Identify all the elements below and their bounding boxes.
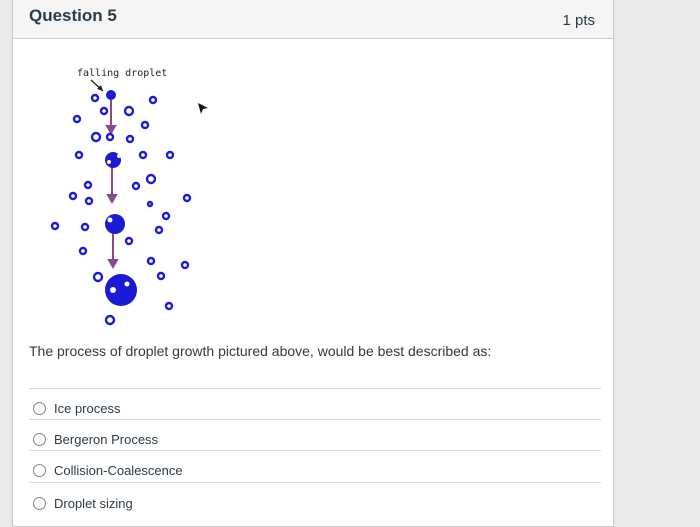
question-header: Question 5 1 pts <box>13 0 613 39</box>
answer-label: Ice process <box>54 401 121 416</box>
droplet-highlight <box>124 281 130 287</box>
cloud-droplet <box>68 191 78 201</box>
cloud-droplet <box>123 105 135 117</box>
answers-divider <box>29 388 601 389</box>
radio-button[interactable] <box>33 497 46 510</box>
question-card: Question 5 1 pts falling droplet <box>12 0 614 527</box>
figure-label: falling droplet <box>77 68 167 79</box>
droplet-stage-3 <box>105 214 125 234</box>
cloud-droplet <box>138 150 148 160</box>
cloud-droplet <box>156 271 166 281</box>
cloud-droplet <box>90 93 100 103</box>
answer-label: Collision-Coalescence <box>54 463 183 478</box>
question-text: The process of droplet growth pictured a… <box>29 343 492 359</box>
droplet-diagram: falling droplet <box>50 68 192 326</box>
droplet-highlight <box>110 287 116 293</box>
answer-label: Bergeron Process <box>54 432 159 447</box>
cloud-droplet <box>105 132 115 142</box>
cloud-droplet <box>90 131 102 143</box>
answer-divider <box>29 419 601 420</box>
answer-divider <box>29 450 601 451</box>
cloud-droplet <box>165 150 175 160</box>
answer-divider <box>29 482 601 483</box>
droplet-highlight <box>117 154 121 158</box>
fall-arrow-1-head <box>105 125 117 136</box>
question-points: 1 pts <box>562 12 595 29</box>
cloud-droplet <box>154 225 164 235</box>
cloud-droplet <box>74 150 84 160</box>
droplet-highlight <box>107 217 113 223</box>
cloud-droplet <box>92 271 104 283</box>
cloud-droplet <box>83 180 93 190</box>
answer-option[interactable]: Ice process <box>33 401 120 416</box>
cloud-droplet <box>182 193 192 203</box>
droplet-highlight <box>107 160 111 164</box>
cloud-droplet <box>50 221 60 231</box>
radio-button[interactable] <box>33 402 46 415</box>
fall-arrow-2-head <box>106 194 118 205</box>
cloud-droplet <box>125 134 135 144</box>
cloud-droplet <box>161 211 171 221</box>
droplet-stage-1 <box>106 90 116 100</box>
cloud-droplet <box>104 314 116 326</box>
answer-label: Droplet sizing <box>54 496 133 511</box>
cloud-droplet <box>180 260 190 270</box>
cloud-droplet <box>146 256 156 266</box>
droplet-growth-figure: falling droplet <box>33 58 213 338</box>
cloud-droplet <box>164 301 174 311</box>
cloud-droplet <box>99 106 109 116</box>
droplet-stage-4 <box>105 274 137 306</box>
radio-button[interactable] <box>33 464 46 477</box>
cloud-droplet <box>124 236 134 246</box>
answer-option[interactable]: Droplet sizing <box>33 496 133 511</box>
cloud-droplet <box>145 173 157 185</box>
cloud-droplet <box>140 120 150 130</box>
answer-option[interactable]: Bergeron Process <box>33 432 158 447</box>
mouse-cursor-icon <box>198 103 208 114</box>
cloud-droplet <box>131 181 141 191</box>
cloud-droplet <box>84 196 94 206</box>
cloud-droplet <box>80 222 90 232</box>
answer-option[interactable]: Collision-Coalescence <box>33 463 183 478</box>
label-pointer-head <box>97 85 103 91</box>
cloud-droplet <box>72 114 82 124</box>
cloud-droplet <box>146 200 154 208</box>
fall-arrow-3-head <box>107 259 119 270</box>
radio-button[interactable] <box>33 433 46 446</box>
cloud-droplet <box>148 95 158 105</box>
cloud-droplet <box>78 246 88 256</box>
question-title: Question 5 <box>29 6 117 25</box>
